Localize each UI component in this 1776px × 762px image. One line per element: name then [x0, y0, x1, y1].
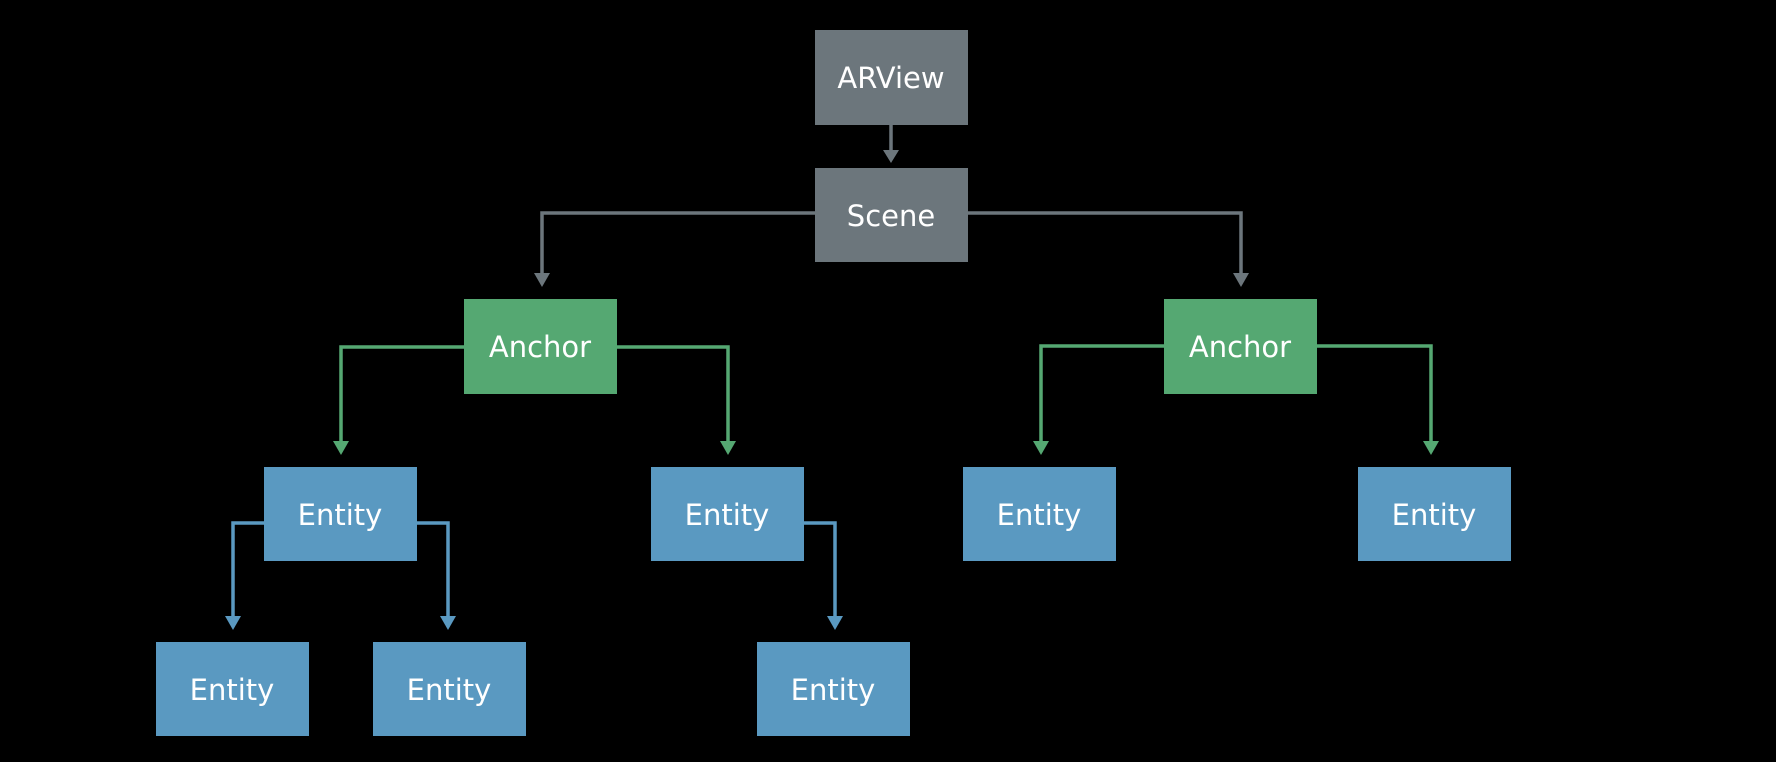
connector-layer	[225, 125, 1439, 630]
node-anchor-right-label: Anchor	[1189, 330, 1291, 364]
edge-scene-to-anchor-left	[540, 211, 815, 278]
arrowhead-scene	[883, 150, 899, 163]
node-entity-3: Entity	[963, 467, 1116, 561]
node-scene: Scene	[815, 168, 968, 262]
node-anchor-left-label: Anchor	[489, 330, 591, 364]
arrowhead-entity-1b	[440, 616, 456, 630]
node-anchor-left: Anchor	[464, 299, 617, 394]
node-arview: ARView	[815, 30, 968, 125]
edge-entity-2-to-entity-2a	[804, 521, 837, 621]
node-entity-1a-label: Entity	[190, 673, 275, 707]
node-scene-label: Scene	[847, 199, 935, 233]
arrowhead-entity-3	[1033, 441, 1049, 455]
node-entity-3-label: Entity	[997, 498, 1082, 532]
node-entity-1b: Entity	[373, 642, 526, 736]
node-entity-2a: Entity	[757, 642, 910, 736]
arrowhead-anchor-left	[534, 273, 550, 287]
node-entity-2-label: Entity	[685, 498, 770, 532]
edge-anchor-right-to-entity-4	[1317, 344, 1433, 446]
arrowhead-entity-2a	[827, 616, 843, 630]
node-entity-1a: Entity	[156, 642, 309, 736]
node-entity-4: Entity	[1358, 467, 1511, 561]
node-entity-1b-label: Entity	[407, 673, 492, 707]
node-entity-2a-label: Entity	[791, 673, 876, 707]
edge-anchor-right-to-entity-3	[1039, 344, 1164, 446]
edge-entity-1-to-entity-1a	[231, 521, 264, 621]
arrowhead-anchor-right	[1233, 273, 1249, 287]
edge-scene-to-anchor-right	[968, 211, 1243, 278]
arrowhead-entity-1a	[225, 616, 241, 630]
node-entity-4-label: Entity	[1392, 498, 1477, 532]
node-arview-label: ARView	[837, 61, 944, 95]
arrowhead-entity-4	[1423, 441, 1439, 455]
node-layer: ARView Scene Anchor Anchor Entity Entity…	[156, 30, 1511, 736]
node-entity-1: Entity	[264, 467, 417, 561]
edge-anchor-left-to-entity-2	[617, 345, 730, 446]
node-entity-2: Entity	[651, 467, 804, 561]
node-anchor-right: Anchor	[1164, 299, 1317, 394]
node-entity-1-label: Entity	[298, 498, 383, 532]
arrowhead-entity-2	[720, 441, 736, 455]
arrowhead-entity-1	[333, 441, 349, 455]
edge-anchor-left-to-entity-1	[339, 345, 464, 446]
edge-entity-1-to-entity-1b	[417, 521, 450, 621]
